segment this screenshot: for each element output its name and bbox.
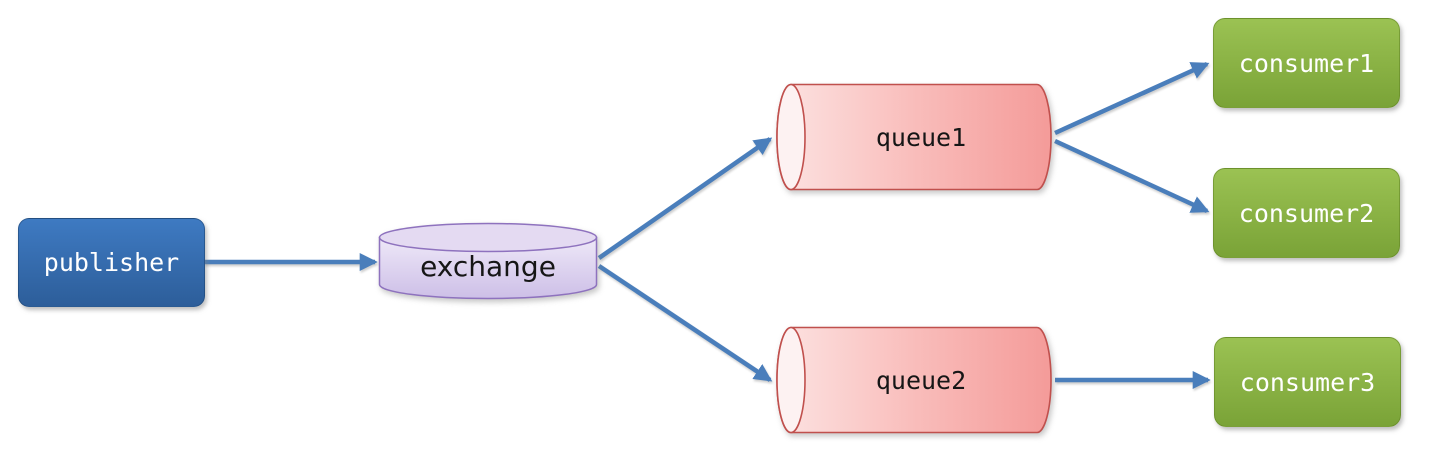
edge-exchange-to-queue1: [597, 137, 773, 260]
node-queue2[interactable]: queue2: [775, 325, 1053, 435]
node-publisher[interactable]: publisher: [18, 218, 205, 307]
queue2-cylinder-shape: [776, 326, 1052, 434]
exchange-cylinder-shape: [378, 222, 598, 300]
node-publisher-label: publisher: [43, 248, 180, 277]
node-consumer2-label: consumer2: [1238, 198, 1375, 228]
node-exchange-label: exchange: [420, 250, 556, 283]
node-queue1[interactable]: queue1: [775, 82, 1053, 192]
edge-exchange-to-queue2: [597, 264, 773, 382]
node-consumer3[interactable]: consumer3: [1214, 337, 1401, 427]
node-consumer1-label: consumer1: [1238, 48, 1375, 78]
queue1-cylinder-shape: [776, 83, 1052, 191]
node-consumer3-label: consumer3: [1239, 367, 1376, 397]
edge-queue1-to-consumer2: [1054, 138, 1210, 214]
node-exchange[interactable]: exchange: [378, 222, 598, 300]
node-queue2-label: queue2: [875, 365, 967, 395]
node-queue1-label: queue1: [875, 122, 967, 152]
node-consumer2[interactable]: consumer2: [1213, 168, 1400, 258]
node-consumer1[interactable]: consumer1: [1213, 18, 1400, 108]
edge-queue1-to-consumer1: [1054, 61, 1210, 136]
